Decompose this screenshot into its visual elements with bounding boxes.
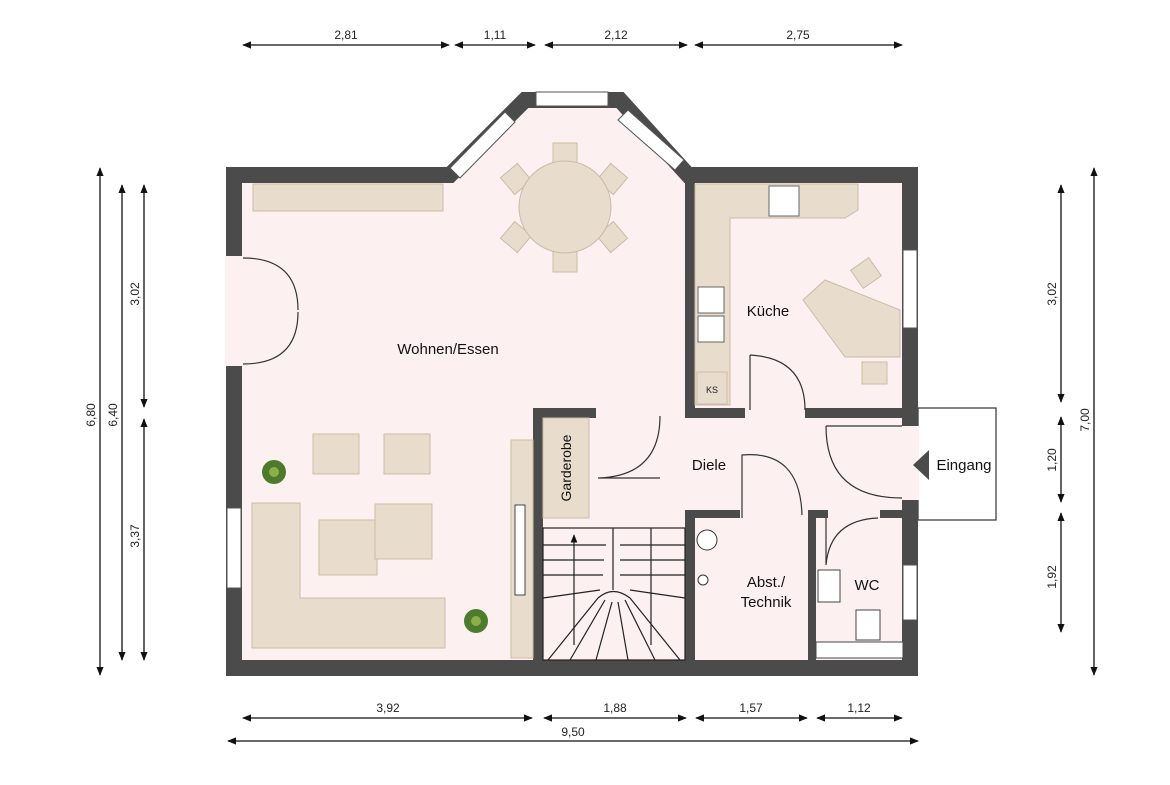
storage-door-swing: [741, 454, 803, 518]
terrace-door-opening[interactable]: [225, 256, 243, 366]
dim-top-3: 2,12: [604, 28, 628, 42]
room-label-kitchen: Küche: [747, 303, 790, 320]
room-label-living: Wohnen/Essen: [397, 341, 498, 358]
dim-bottom-1: 3,92: [376, 701, 400, 715]
boiler-icon: [696, 529, 718, 551]
room-label-hall: Diele: [692, 457, 726, 474]
coffee-table: [318, 519, 378, 576]
toilet: [855, 609, 881, 641]
dim-bottom-total: 9,50: [561, 725, 585, 739]
stove-icon: [768, 185, 800, 217]
dim-right-3: 1,92: [1045, 565, 1059, 589]
entrance-door-opening[interactable]: [902, 426, 919, 500]
entrance-door-swing: [825, 425, 903, 499]
armchair: [383, 433, 431, 475]
sink-icon: [697, 315, 725, 343]
dim-right-1: 3,02: [1045, 282, 1059, 306]
bar-stool: [849, 256, 883, 290]
entrance-porch: [917, 407, 997, 521]
staircase[interactable]: [542, 527, 686, 661]
wardrobe: [542, 417, 590, 519]
kitchen-door-swing: [749, 354, 806, 411]
drain-icon: [697, 574, 709, 586]
ottoman: [374, 503, 433, 560]
plant-icon: [262, 460, 286, 484]
dining-table: [499, 142, 629, 273]
room-label-storage-2: Technik: [741, 594, 792, 611]
dim-left-total-outer: 6,80: [84, 403, 98, 427]
dim-right-total: 7,00: [1078, 408, 1092, 432]
dim-left-total-inner: 6,40: [106, 403, 120, 427]
wc-sink: [817, 569, 841, 603]
armchair: [312, 433, 360, 475]
sink-icon: [697, 286, 725, 314]
wc-door-swing: [825, 517, 879, 566]
dim-left-2: 3,37: [128, 524, 142, 548]
wardrobe-label: Garderobe: [558, 434, 574, 501]
bar-stool: [861, 361, 888, 385]
kitchen-island: [802, 279, 901, 358]
shelf: [815, 641, 904, 659]
dim-bottom-2: 1,88: [603, 701, 627, 715]
dim-top-4: 2,75: [786, 28, 810, 42]
interior-walls: [533, 168, 915, 660]
entrance-label: Eingang: [936, 457, 991, 474]
dim-left-1: 3,02: [128, 282, 142, 306]
fridge-label: KS: [706, 385, 718, 395]
room-label-wc: WC: [855, 577, 880, 594]
fridge: [696, 371, 728, 405]
windows: [226, 91, 918, 621]
dim-top-2: 1,11: [484, 28, 507, 42]
dim-right-2: 1,20: [1045, 448, 1059, 472]
fireplace: [514, 504, 526, 596]
dimension-lines: [96, 41, 1098, 745]
dim-top-1: 2,81: [334, 28, 358, 42]
plant-icon: [464, 609, 488, 633]
corner-sofa: [251, 502, 446, 649]
room-label-storage: Abst./: [747, 574, 786, 591]
terrace-door-swing: [242, 257, 299, 365]
dim-bottom-3: 1,57: [739, 701, 763, 715]
hall-door-swing: [597, 415, 661, 479]
dim-bottom-4: 1,12: [847, 701, 871, 715]
sideboard: [252, 183, 444, 212]
entrance-arrow-icon: [913, 450, 929, 480]
